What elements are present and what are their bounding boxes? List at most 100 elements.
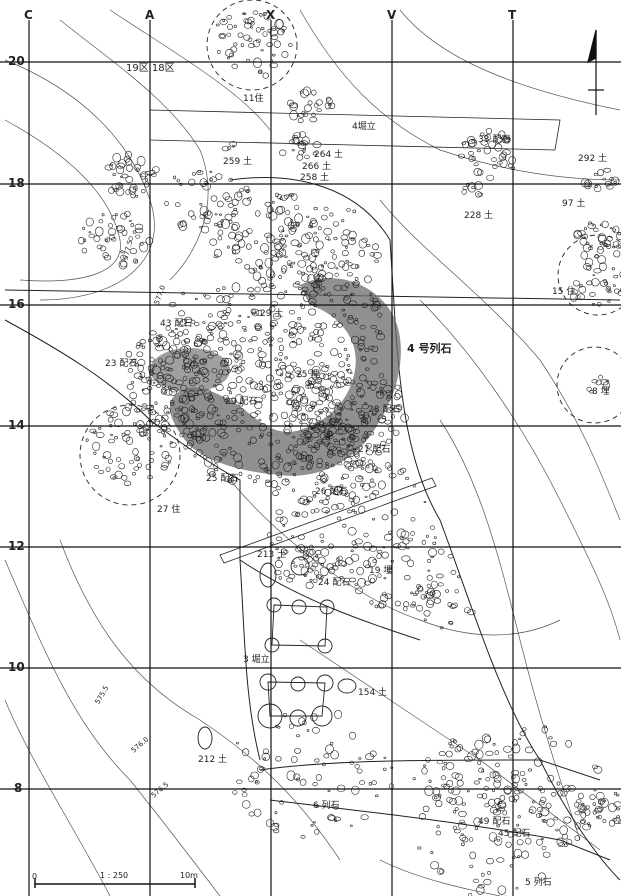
- stone: [218, 347, 224, 351]
- stone: [293, 322, 302, 330]
- stone: [297, 498, 306, 504]
- stone: [315, 421, 320, 426]
- stone: [258, 357, 263, 361]
- stone: [216, 295, 225, 304]
- stone: [240, 43, 245, 48]
- stone: [558, 842, 565, 847]
- stone: [359, 780, 365, 786]
- stone: [311, 374, 317, 380]
- stone: [183, 362, 191, 370]
- stone: [120, 250, 124, 254]
- stone: [433, 536, 437, 539]
- stone: [488, 140, 497, 149]
- stone: [350, 408, 354, 411]
- stone: [511, 774, 520, 784]
- stone: [226, 415, 231, 420]
- stone: [480, 872, 485, 877]
- stone: [337, 555, 343, 561]
- stone: [299, 563, 304, 568]
- stone: [582, 823, 591, 831]
- stone: [225, 307, 232, 314]
- stone: [540, 806, 550, 817]
- stone: [423, 764, 427, 767]
- stone: [457, 153, 465, 159]
- stone: [300, 834, 306, 839]
- stone: [108, 186, 115, 194]
- stone: [132, 186, 137, 191]
- stone: [430, 861, 440, 870]
- stone: [367, 459, 373, 464]
- stone: [468, 151, 474, 156]
- stone: [322, 478, 326, 482]
- feature-label-292: 292 土: [578, 154, 608, 164]
- stone: [191, 365, 200, 374]
- stone: [313, 286, 322, 294]
- stone: [310, 248, 317, 253]
- stone: [324, 272, 334, 280]
- stone: [291, 135, 299, 140]
- stone: [611, 267, 615, 271]
- stone: [608, 802, 617, 813]
- stone: [350, 501, 356, 506]
- stone: [174, 407, 181, 412]
- stone: [258, 766, 266, 771]
- stone: [298, 112, 305, 118]
- stone: [606, 184, 614, 190]
- stone: [139, 241, 149, 253]
- stone: [188, 405, 195, 413]
- stone: [124, 210, 131, 218]
- stone: [519, 770, 526, 777]
- stone: [332, 221, 340, 227]
- stone: [333, 284, 343, 291]
- feature-label-3-pillar: 3 堀立: [243, 655, 270, 665]
- stone: [491, 157, 497, 163]
- stone: [160, 465, 168, 471]
- stone: [342, 523, 347, 528]
- stone: [94, 226, 104, 237]
- stone: [228, 397, 237, 405]
- stone: [142, 403, 147, 407]
- grid-label-8: 8: [14, 781, 23, 795]
- stone: [349, 568, 354, 574]
- stone: [497, 885, 507, 895]
- stone: [310, 282, 319, 288]
- stone: [312, 781, 318, 787]
- stone: [458, 822, 467, 830]
- feature-label-49-stones: 49 配石: [478, 817, 511, 827]
- stone: [401, 555, 411, 562]
- stone: [312, 365, 321, 376]
- stone: [578, 285, 587, 294]
- stone: [344, 282, 350, 288]
- stone: [193, 356, 197, 360]
- stone: [258, 458, 265, 465]
- stone: [329, 419, 333, 423]
- stone: [298, 287, 302, 291]
- stone: [306, 499, 311, 503]
- stone: [371, 301, 381, 311]
- stone: [377, 312, 383, 318]
- stone: [184, 366, 191, 374]
- stone: [326, 443, 335, 451]
- grid-lines: [0, 20, 621, 896]
- stone: [207, 354, 214, 359]
- stone: [476, 885, 485, 895]
- stone: [360, 467, 365, 470]
- stone: [237, 365, 245, 372]
- stone: [335, 429, 344, 435]
- stone: [181, 395, 190, 405]
- stone: [376, 553, 382, 559]
- stone: [255, 258, 263, 267]
- stone: [99, 245, 107, 252]
- stone: [234, 353, 240, 359]
- stone: [125, 189, 131, 195]
- stone: [402, 538, 410, 545]
- stone: [227, 321, 234, 327]
- stone: [376, 550, 383, 554]
- stone: [350, 395, 355, 401]
- stone: [370, 478, 374, 483]
- stone: [297, 260, 307, 268]
- stone: [261, 752, 270, 762]
- stone: [307, 100, 313, 106]
- stone: [541, 845, 547, 850]
- stone: [136, 428, 145, 434]
